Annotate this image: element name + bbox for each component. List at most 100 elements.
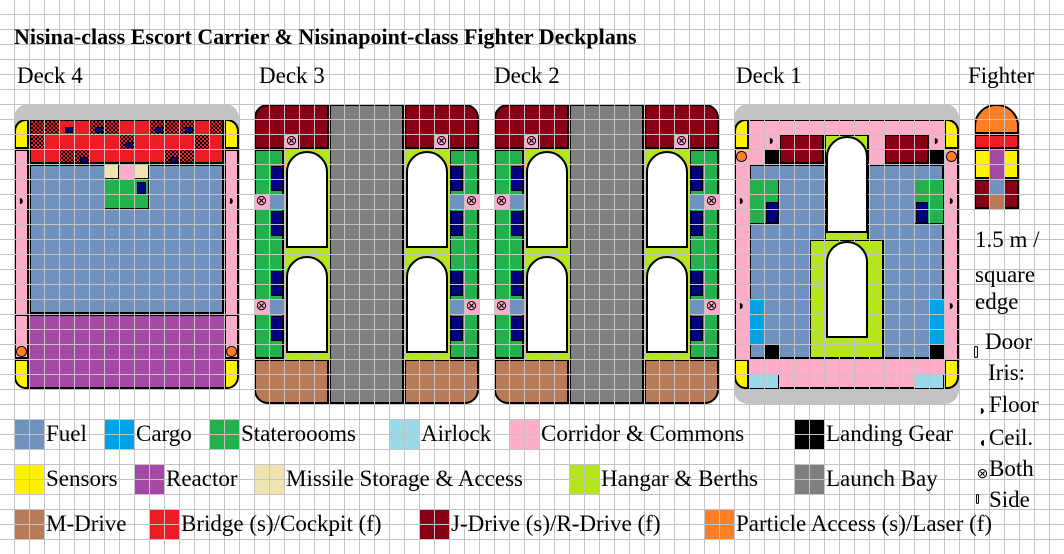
legend-label: Hangar & Berths bbox=[601, 466, 759, 491]
page-title: Nisina-class Escort Carrier & Nisinapoin… bbox=[14, 24, 637, 49]
iris-floor-icon: ◗ bbox=[932, 134, 941, 149]
iris-both-icon: ⊗ bbox=[705, 194, 718, 209]
scale-line-3: edge bbox=[975, 289, 1019, 314]
deck-3-hangar bbox=[285, 150, 328, 248]
door-icon bbox=[974, 346, 978, 358]
deck-2-mdrive-left bbox=[494, 359, 569, 404]
iris-both-icon: ⊗ bbox=[495, 194, 508, 209]
legend-label: Airlock bbox=[421, 421, 492, 446]
deck-2-label: Deck 2 bbox=[494, 63, 560, 88]
bed bbox=[510, 270, 523, 296]
deck-2-hangar bbox=[645, 255, 688, 353]
legend-label: Sensors bbox=[46, 466, 118, 491]
bed bbox=[690, 210, 703, 236]
fighter-cockpit bbox=[974, 134, 1019, 149]
bridge-seat bbox=[155, 126, 163, 133]
legend-swatch bbox=[14, 419, 44, 449]
fighter-mdrive bbox=[989, 194, 1004, 209]
legend-swatch bbox=[14, 509, 44, 539]
door-legend-iris: Iris: bbox=[988, 360, 1026, 385]
landing-gear bbox=[764, 149, 779, 164]
iris-floor-icon: ◗ bbox=[947, 299, 956, 314]
iris-both-icon: ⊗ bbox=[255, 299, 268, 314]
bridge-seat bbox=[80, 156, 88, 163]
legend-label: Landing Gear bbox=[826, 421, 954, 446]
deck-3-hangar bbox=[285, 255, 328, 353]
deck-4-sensor-bl bbox=[14, 359, 29, 389]
deck-4-sensor-right bbox=[224, 119, 239, 149]
particle-access-icon bbox=[946, 151, 957, 162]
deck-1-cargo-left bbox=[749, 299, 764, 344]
legend-swatch bbox=[104, 419, 134, 449]
deck-3-mdrive-left bbox=[254, 359, 329, 404]
deck-1-sensor-bl bbox=[734, 359, 749, 389]
iris-both-icon: ⊗ bbox=[285, 134, 298, 149]
bed bbox=[450, 210, 463, 236]
bridge-seat bbox=[125, 141, 133, 148]
bed bbox=[137, 182, 146, 194]
iris-both-icon: ⊗ bbox=[465, 299, 478, 314]
bed bbox=[270, 210, 283, 236]
bed bbox=[270, 165, 283, 191]
deck-1-sensor-tl bbox=[734, 119, 749, 149]
iris-both-icon: ⊗ bbox=[525, 134, 538, 149]
deck-1-airlock-right bbox=[914, 374, 944, 389]
bed bbox=[690, 315, 703, 341]
deck-3-hangar bbox=[405, 150, 448, 248]
iris-both-icon: ⊗ bbox=[435, 134, 448, 149]
legend-label: Reactor bbox=[166, 466, 238, 491]
iris-both-icon: ⊗ bbox=[495, 299, 508, 314]
deck-1-hangar bbox=[825, 135, 868, 233]
particle-access-icon bbox=[16, 346, 27, 357]
bed bbox=[270, 315, 283, 341]
legend-label: J-Drive (s)/R-Drive (f) bbox=[451, 511, 661, 536]
legend-swatch bbox=[569, 464, 599, 494]
deck-3-fuel-left bbox=[269, 194, 284, 209]
door-legend-ceiling: Ceil. bbox=[989, 425, 1034, 450]
iris-floor-icon: ◗ bbox=[767, 134, 776, 149]
legend-swatch bbox=[794, 464, 824, 494]
legend-label: Corridor & Commons bbox=[541, 421, 745, 446]
deck-1-label: Deck 1 bbox=[736, 63, 802, 88]
fighter-label: Fighter bbox=[968, 63, 1035, 88]
deck-3-hangar bbox=[405, 255, 448, 353]
iris-floor-icon: ◗ bbox=[947, 194, 956, 209]
door-legend-side: Side bbox=[989, 487, 1030, 512]
iris-both-icon: ⊗ bbox=[465, 194, 478, 209]
bridge-console bbox=[89, 119, 119, 134]
deck-3-label: Deck 3 bbox=[259, 63, 325, 88]
deck-2-mdrive-right bbox=[644, 359, 719, 404]
iris-floor-icon: ◗ bbox=[737, 299, 746, 314]
bridge-console bbox=[29, 134, 44, 149]
legend-swatch bbox=[509, 419, 539, 449]
iris-both-icon: ⊗ bbox=[255, 194, 268, 209]
bridge-seat bbox=[170, 156, 178, 163]
legend-label: Bridge (s)/Cockpit (f) bbox=[181, 511, 382, 536]
deck-1-cargo-right bbox=[929, 299, 944, 344]
deck-1-jdrive-right bbox=[884, 134, 929, 164]
legend-label: Particle Access (s)/Laser (f) bbox=[736, 511, 993, 536]
bed bbox=[510, 210, 523, 236]
bed bbox=[510, 315, 523, 341]
particle-access-icon bbox=[226, 346, 237, 357]
bed bbox=[510, 165, 523, 191]
iris-both-icon: ⊗ bbox=[705, 299, 718, 314]
legend-label: Cargo bbox=[136, 421, 192, 446]
iris-floor-icon: ◗ bbox=[227, 194, 236, 209]
legend-label: Fuel bbox=[46, 421, 87, 446]
deck-4-label: Deck 4 bbox=[17, 63, 83, 88]
deck-2-fuel-left bbox=[509, 194, 524, 209]
scale-line-2: square bbox=[975, 262, 1036, 287]
deck-1-airlock-left bbox=[749, 374, 779, 389]
legend-swatch bbox=[419, 509, 449, 539]
deck-1-jdrive-left bbox=[779, 134, 824, 164]
deck-3-fuel-right bbox=[449, 299, 464, 314]
landing-gear bbox=[764, 344, 779, 359]
legend-swatch bbox=[209, 419, 239, 449]
deck-2-launch-bay bbox=[569, 104, 644, 404]
bridge-seat bbox=[95, 126, 103, 133]
deck-4-missile-1 bbox=[104, 164, 119, 179]
deck-4-sensor-br bbox=[224, 359, 239, 389]
bed bbox=[690, 165, 703, 191]
deck-2-fuel-left bbox=[509, 299, 524, 314]
